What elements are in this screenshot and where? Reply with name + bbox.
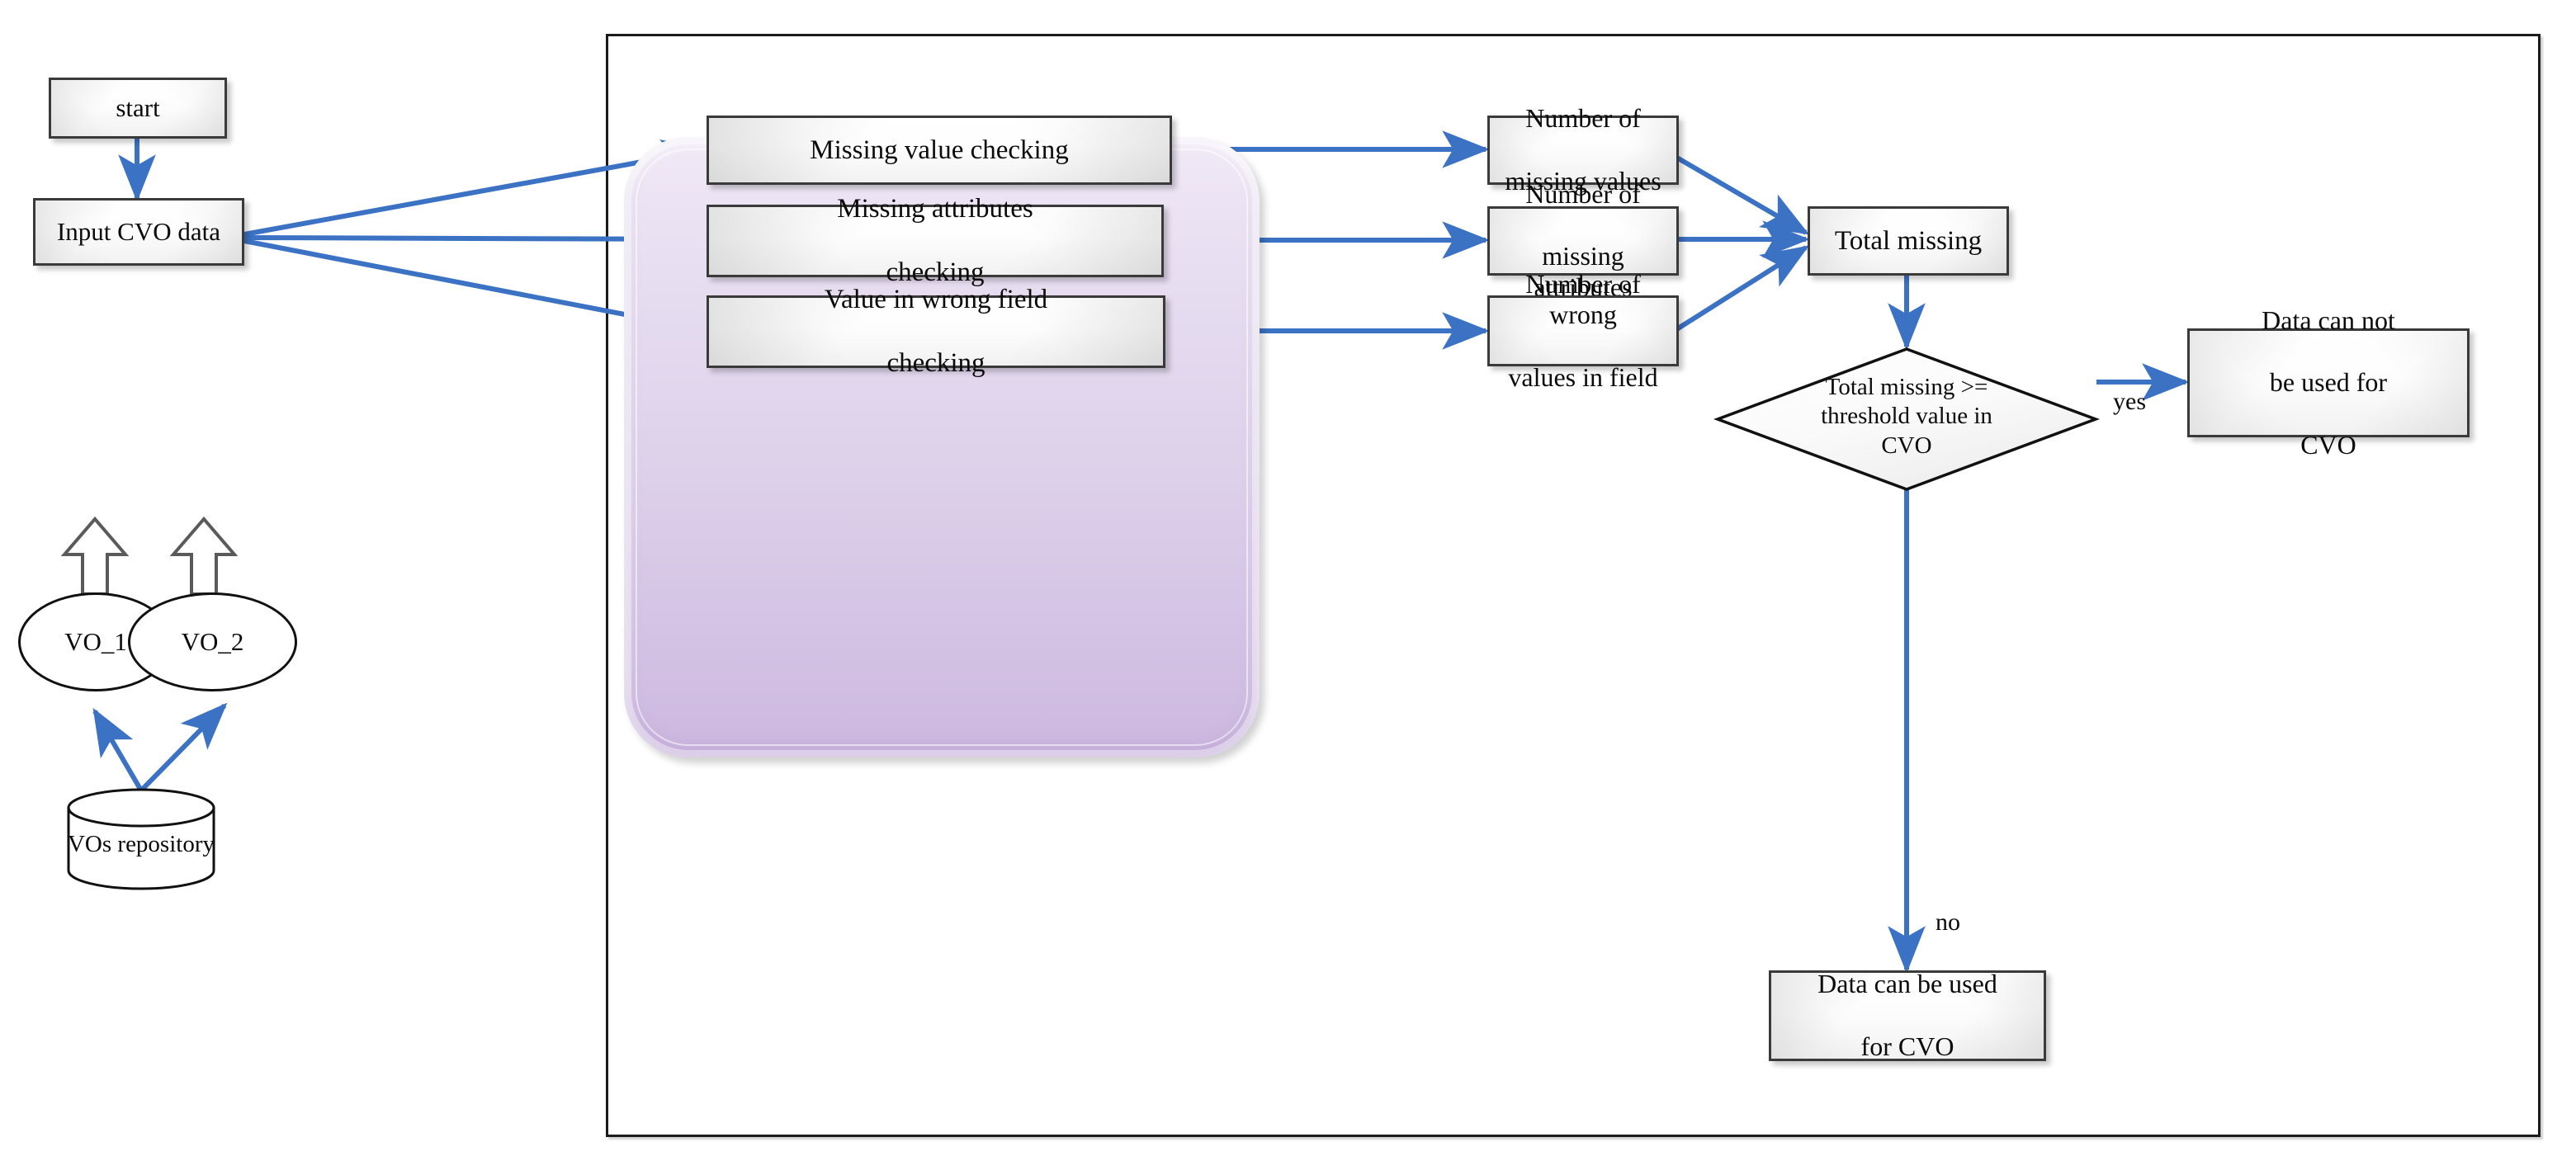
line-2: be used for (2269, 367, 2388, 398)
node-vo-2[interactable]: VO_2 (128, 592, 297, 691)
outer-frame (606, 34, 2541, 1137)
edge-repo-to-vo2 (139, 702, 228, 793)
line-1: Number of wrong (1525, 268, 1641, 330)
node-vo-1-label: VO_1 (64, 627, 127, 656)
node-number-missing-values-label: Number of missing values (1491, 103, 1674, 196)
line-2: values in field (1508, 361, 1658, 392)
diamond-shape (1713, 347, 2101, 491)
node-missing-value-checking[interactable]: Missing value checking (707, 116, 1172, 185)
cylinder-body (67, 806, 215, 890)
node-number-wrong-values-label: Number of wrong values in field (1490, 269, 1676, 394)
node-missing-attributes-checking[interactable]: Missing attributes checking (707, 194, 1164, 287)
line-1: Value in wrong field (824, 284, 1048, 314)
node-data-cannot-be-used[interactable]: Data can not be used for CVO (2187, 305, 2470, 460)
node-start-label: start (116, 92, 160, 122)
node-data-cannot-be-used-label: Data can not be used for CVO (2248, 305, 2408, 461)
line-1: Data can not (2262, 304, 2395, 335)
node-missing-value-checking-label: Missing value checking (810, 134, 1069, 165)
edge-repo-to-vo1 (92, 707, 144, 792)
line-1: Number of (1525, 178, 1641, 209)
node-input-cvo-data[interactable]: Input CVO data (33, 198, 244, 266)
edge-label-yes: yes (2113, 388, 2146, 415)
block-arrow-group (60, 516, 239, 596)
node-decision-threshold-label: Total missing >= threshold value in CVO (1765, 373, 2049, 460)
node-data-can-be-used[interactable]: Data can be used for CVO (1769, 969, 2046, 1062)
line-1: Missing attributes (837, 193, 1033, 224)
line-3: CVO (2300, 429, 2356, 460)
edge-nwv-to-total (1674, 245, 1810, 333)
node-vo-2-label: VO_2 (181, 627, 244, 656)
node-number-missing-attributes[interactable]: Number of missing attributes (1487, 179, 1679, 302)
node-decision-threshold[interactable]: Total missing >= threshold value in CVO (1713, 347, 2101, 492)
block-arrow-vo2-to-input (169, 516, 239, 596)
line-1: Data can be used (1817, 969, 1997, 999)
line-1: Total missing >= (1825, 374, 1988, 400)
node-value-wrong-field-checking-label: Value in wrong field checking (811, 284, 1061, 380)
line-2: checking (886, 348, 985, 379)
line-2: missing values (1505, 165, 1661, 196)
edge-nmv-to-total (1674, 154, 1810, 235)
node-missing-attributes-checking-label: Missing attributes checking (824, 193, 1046, 290)
line-2: checking (886, 257, 985, 288)
node-start[interactable]: start (49, 78, 227, 139)
node-vos-repository[interactable]: VOs repository (66, 788, 216, 890)
cylinder-top (67, 788, 215, 828)
line-2: for CVO (1860, 1031, 1954, 1061)
edge-input-to-missing-value (243, 139, 710, 237)
line-3: CVO (1881, 432, 1932, 459)
node-number-wrong-values[interactable]: Number of wrong values in field (1487, 269, 1679, 392)
node-input-cvo-label: Input CVO data (56, 216, 221, 246)
node-number-missing-values[interactable]: Number of missing values (1487, 103, 1679, 196)
node-data-can-be-used-label: Data can be used for CVO (1804, 969, 2011, 1062)
node-vos-repository-label: VOs repository (67, 831, 215, 857)
block-arrow-vo1-to-input (60, 516, 130, 596)
line-2: threshold value in (1821, 403, 1992, 430)
node-total-missing-label: Total missing (1834, 225, 1983, 256)
node-total-missing[interactable]: Total missing (1808, 206, 2009, 276)
edge-label-no: no (1936, 908, 1960, 936)
line-1: Number of (1525, 103, 1641, 134)
node-value-wrong-field-checking[interactable]: Value in wrong field checking (707, 285, 1165, 378)
